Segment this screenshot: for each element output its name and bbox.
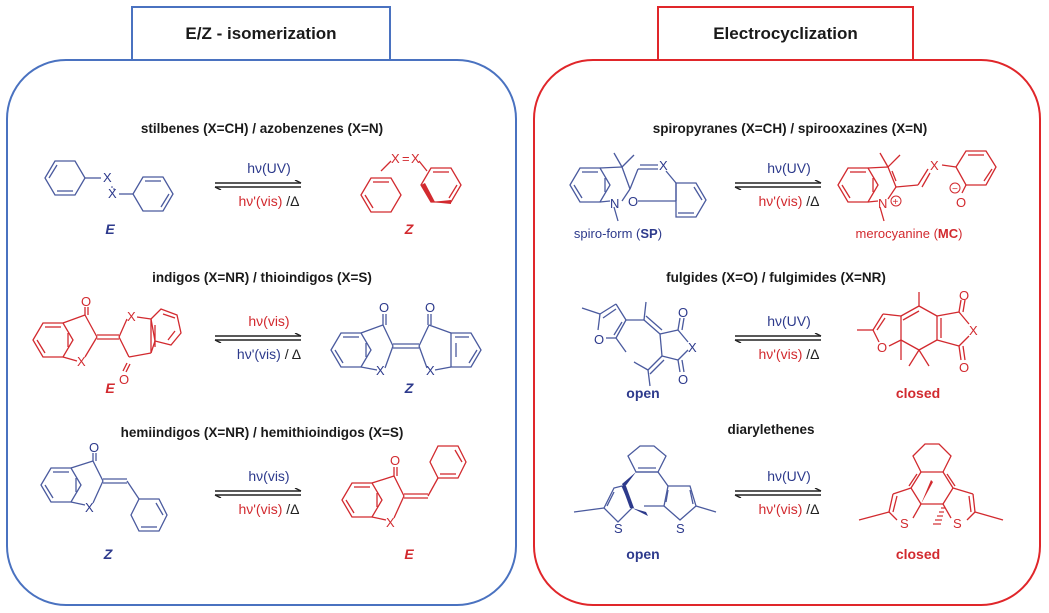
svg-text:=: = — [402, 151, 410, 166]
svg-text:S: S — [953, 516, 962, 531]
svg-text:X: X — [969, 323, 978, 338]
forward-condition: hν(vis) — [248, 313, 290, 329]
svg-text:X: X — [426, 363, 435, 378]
atom-x: X — [103, 170, 112, 185]
hemiindigo-z-structure: O X — [40, 440, 168, 532]
svg-text:S: S — [614, 521, 623, 536]
stilbene-e-label: E — [105, 221, 115, 237]
svg-text:−: − — [952, 184, 958, 195]
svg-text:X: X — [688, 340, 697, 355]
diarylethene-open-structure: S S — [573, 445, 717, 536]
electrocyclization-title: Electrocyclization — [657, 6, 914, 61]
svg-text:X: X — [391, 151, 400, 166]
fulgide-open-structure: O O X O — [581, 301, 697, 387]
forward-condition: hν(UV) — [767, 313, 811, 329]
svg-text:N: N — [878, 196, 887, 211]
reaction-title-indigos: indigos (X=NR) / thioindigos (X=S) — [152, 270, 372, 285]
spiro-form-label: spiro-form (SP) — [573, 226, 663, 241]
svg-text:S: S — [900, 516, 909, 531]
svg-text:X: X — [376, 363, 385, 378]
equilibrium-arrow-icon — [734, 333, 822, 343]
reverse-condition: hν'(vis) — [236, 346, 281, 362]
reaction-arrow-stilbenes: hν(UV) hν'(vis) /Δ — [211, 160, 327, 216]
diarylethene-closed-structure: S S — [858, 443, 1004, 531]
stilbene-z-label: Z — [404, 221, 414, 237]
indigo-e-label: E — [105, 380, 115, 396]
equilibrium-arrow-icon — [214, 488, 302, 498]
ez-isomerization-title: E/Z - isomerization — [131, 6, 391, 61]
stilbene-z-structure: X = X — [360, 151, 462, 213]
indigo-z-label: Z — [404, 380, 414, 396]
forward-condition: hν(UV) — [767, 160, 811, 176]
svg-text:X: X — [127, 309, 136, 324]
svg-text:X: X — [85, 500, 94, 515]
reaction-arrow-fulgides: hν(UV) hν'(vis) /Δ — [731, 313, 847, 369]
reverse-condition: hν'(vis) — [758, 501, 803, 517]
reaction-title-spiropyranes: spiropyranes (X=CH) / spirooxazines (X=N… — [652, 121, 928, 136]
reaction-arrow-indigos: hν(vis) hν'(vis) / Δ — [211, 313, 327, 369]
diarylethene-closed-label: closed — [895, 546, 941, 562]
svg-text:X: X — [930, 158, 939, 173]
reverse-condition: hν'(vis) — [238, 501, 283, 517]
svg-text:+: + — [893, 197, 899, 208]
equilibrium-arrow-icon — [214, 333, 302, 343]
merocyanine-mc-structure: N + X − O — [837, 150, 997, 222]
reaction-title-stilbenes: stilbenes (X=CH) / azobenzenes (X=N) — [140, 121, 384, 136]
hemiindigo-e-label: E — [404, 546, 414, 562]
indigo-z-structure: O O X X — [330, 300, 482, 378]
svg-text:O: O — [594, 332, 604, 347]
reaction-arrow-hemiindigos: hν(vis) hν'(vis) /Δ — [211, 468, 327, 524]
merocyanine-label: merocyanine (MC) — [855, 226, 963, 241]
svg-text:X: X — [77, 354, 86, 369]
svg-text:O: O — [425, 300, 435, 315]
svg-text:X: X — [386, 515, 395, 530]
svg-text:O: O — [678, 372, 688, 387]
reverse-condition: hν'(vis) — [758, 193, 803, 209]
svg-text:O: O — [678, 305, 688, 320]
svg-text:O: O — [81, 294, 91, 309]
svg-text:O: O — [959, 288, 969, 303]
svg-text:O: O — [959, 360, 969, 375]
stilbene-e-structure: X X — [44, 160, 174, 212]
fulgide-closed-structure: O O X O — [857, 288, 978, 375]
reaction-title-fulgides: fulgides (X=O) / fulgimides (X=NR) — [666, 270, 886, 285]
reaction-title-hemiindigos: hemiindigos (X=NR) / hemithioindigos (X=… — [120, 425, 404, 440]
svg-text:O: O — [89, 440, 99, 455]
diarylethene-open-label: open — [626, 546, 660, 562]
reverse-condition: hν'(vis) — [758, 346, 803, 362]
indigo-e-structure: O X X O — [32, 294, 182, 387]
svg-text:N: N — [610, 196, 619, 211]
svg-text:O: O — [379, 300, 389, 315]
equilibrium-arrow-icon — [734, 488, 822, 498]
svg-text:O: O — [956, 195, 966, 210]
svg-text:X: X — [411, 151, 420, 166]
reaction-title-diarylethenes: diarylethenes — [727, 422, 815, 437]
svg-text:O: O — [119, 372, 129, 387]
hemiindigo-e-structure: O X — [341, 445, 467, 530]
atom-x: X — [108, 186, 117, 201]
svg-text:S: S — [676, 521, 685, 536]
spiropyran-sp-structure: N O X — [569, 152, 707, 222]
svg-text:O: O — [390, 453, 400, 468]
svg-text:O: O — [877, 340, 887, 355]
equilibrium-arrow-icon — [214, 180, 302, 190]
svg-text:X: X — [659, 158, 668, 173]
equilibrium-arrow-icon — [734, 180, 822, 190]
reaction-arrow-spiropyranes: hν(UV) hν'(vis) /Δ — [731, 160, 847, 216]
reaction-arrow-diarylethenes: hν(UV) hν'(vis) /Δ — [731, 468, 847, 524]
hemiindigo-z-label: Z — [103, 546, 113, 562]
fulgide-closed-label: closed — [895, 385, 941, 401]
forward-condition: hν(UV) — [767, 468, 811, 484]
svg-text:O: O — [628, 194, 638, 209]
reverse-condition: hν'(vis) — [238, 193, 283, 209]
forward-condition: hν(vis) — [248, 468, 290, 484]
fulgide-open-label: open — [626, 385, 660, 401]
forward-condition: hν(UV) — [247, 160, 291, 176]
